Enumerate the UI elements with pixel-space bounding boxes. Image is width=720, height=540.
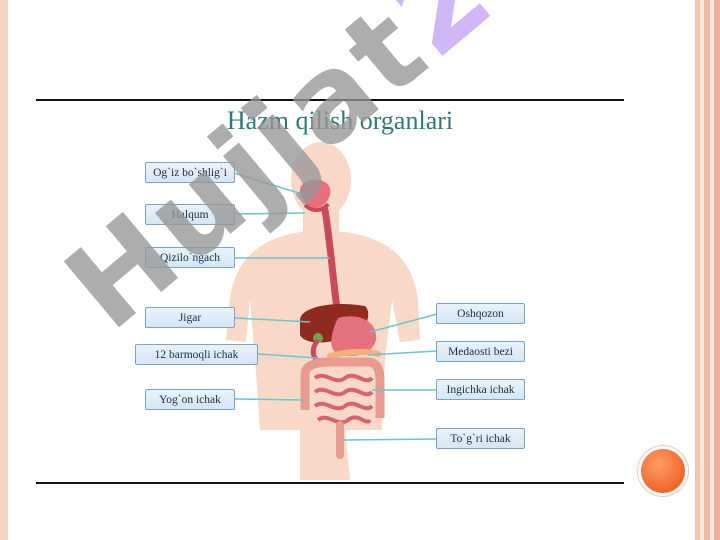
- label-stomach: Oshqozon: [436, 303, 525, 324]
- label-oral-cavity: Og`iz bo`shlig`i: [145, 162, 235, 183]
- left-border-stripe: [0, 0, 8, 540]
- label-esophagus: Qizilo`ngach: [145, 247, 235, 268]
- diagram-title: Hazm qilish organlari: [226, 106, 454, 135]
- label-pancreas: Medaosti bezi: [436, 341, 525, 362]
- label-small-intestine: Ingichka ichak: [436, 379, 525, 400]
- label-pharynx: Halqum: [145, 204, 235, 225]
- bottom-rule: [36, 482, 624, 484]
- label-liver: Jigar: [145, 307, 235, 328]
- label-duodenum: 12 barmoqli ichak: [135, 344, 258, 365]
- label-rectum: To`g`ri ichak: [436, 428, 525, 449]
- right-border-stripes: [690, 0, 720, 540]
- label-large-intestine: Yog`on ichak: [145, 389, 235, 410]
- orange-circle-decoration: [641, 449, 685, 493]
- top-rule: [36, 99, 624, 101]
